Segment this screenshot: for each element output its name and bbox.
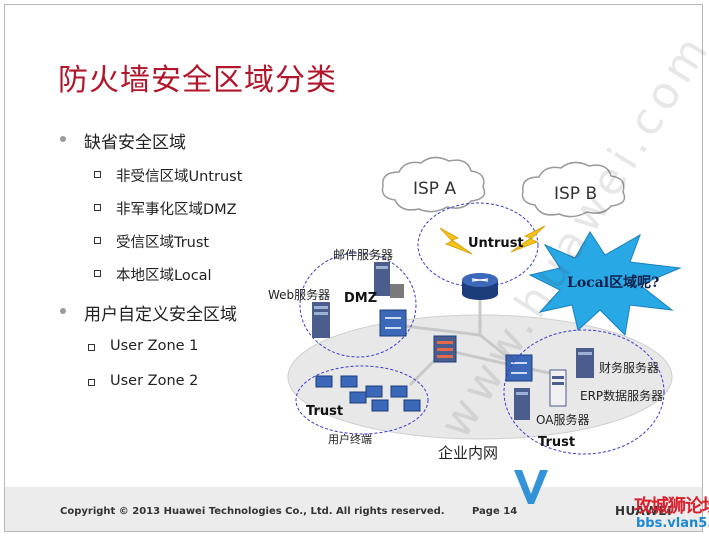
isp-b-label: ISP B	[554, 184, 598, 204]
intranet-label: 企业内网	[438, 444, 499, 462]
sub-bullet-local: 本地区域Local	[94, 264, 212, 285]
square-bullet-icon	[88, 344, 95, 351]
lightning-icon	[510, 225, 546, 253]
sub-bullet-label: 非受信区域Untrust	[116, 169, 243, 185]
site-name: 攻城狮论坛	[634, 496, 709, 517]
trust-left-label: Trust	[306, 404, 344, 419]
trust-zone-left	[295, 365, 429, 435]
trust-right-label: Trust	[538, 435, 576, 450]
site-watermark: 攻城狮论坛 bbs.vlan5.com	[514, 470, 709, 538]
sub-bullet-label: User Zone 1	[110, 338, 199, 354]
switch-icon	[505, 354, 533, 382]
dmz-label: DMZ	[344, 291, 378, 306]
slide-frame	[4, 4, 703, 532]
bullet-label: 用户自定义安全区域	[84, 305, 237, 325]
sub-bullet-user-zone-2: User Zone 2	[88, 373, 199, 389]
square-bullet-icon	[88, 379, 95, 386]
bullet-custom-zones: 用户自定义安全区域	[60, 300, 237, 325]
oa-server-icon	[514, 388, 530, 420]
sub-bullet-label: 本地区域Local	[116, 268, 212, 284]
bullet-dot-icon	[60, 308, 66, 314]
square-bullet-icon	[94, 237, 101, 244]
erp-server-label: ERP数据服务器	[580, 389, 664, 403]
bullet-dot-icon	[60, 136, 66, 142]
square-bullet-icon	[94, 171, 101, 178]
sub-bullet-user-zone-1: User Zone 1	[88, 338, 199, 354]
cloud-icon	[521, 161, 626, 218]
firewall-icon	[433, 335, 457, 363]
trust-zone-right	[503, 329, 665, 455]
web-server-label: Web服务器	[268, 288, 331, 302]
untrust-label: Untrust	[468, 236, 524, 251]
brand-name: HUAWEI	[615, 504, 673, 518]
sub-bullet-trust: 受信区域Trust	[94, 231, 210, 252]
isp-a-label: ISP A	[413, 179, 457, 199]
cloud-icon	[381, 156, 486, 213]
finance-server-label: 财务服务器	[599, 361, 660, 375]
sub-bullet-label: User Zone 2	[110, 373, 199, 389]
web-server-icon	[312, 302, 330, 338]
copyright-text: Copyright © 2013 Huawei Technologies Co.…	[60, 506, 445, 517]
page-number: Page 14	[472, 506, 518, 517]
user-terminal-label: 用户终端	[328, 433, 372, 446]
switch-icon	[379, 309, 407, 337]
finance-server-icon	[576, 348, 594, 378]
starburst-callout	[528, 231, 682, 337]
oa-server-label: OA服务器	[536, 413, 590, 427]
bullet-default-zones: 缺省安全区域	[60, 128, 186, 153]
pc-group-icon	[315, 375, 421, 412]
dmz-zone	[299, 252, 417, 358]
square-bullet-icon	[94, 204, 101, 211]
slide-footer: Copyright © 2013 Huawei Technologies Co.…	[5, 487, 702, 531]
square-bullet-icon	[94, 270, 101, 277]
bullet-label: 缺省安全区域	[84, 133, 186, 153]
sub-bullet-dmz: 非军事化区域DMZ	[94, 198, 237, 219]
local-question-label: Local区域呢?	[567, 275, 660, 291]
mail-server-icon	[374, 262, 404, 298]
router-icon	[462, 273, 498, 300]
mail-server-label: 邮件服务器	[333, 248, 394, 262]
lightning-icon	[439, 227, 473, 255]
sub-bullet-label: 受信区域Trust	[116, 235, 210, 251]
erp-server-icon	[549, 369, 567, 407]
sub-bullet-label: 非军事化区域DMZ	[116, 202, 237, 218]
slide-title: 防火墙安全区域分类	[58, 63, 337, 98]
sub-bullet-untrust: 非受信区域Untrust	[94, 165, 243, 186]
v5-logo-icon	[514, 470, 548, 504]
site-url: bbs.vlan5.com	[636, 516, 709, 531]
